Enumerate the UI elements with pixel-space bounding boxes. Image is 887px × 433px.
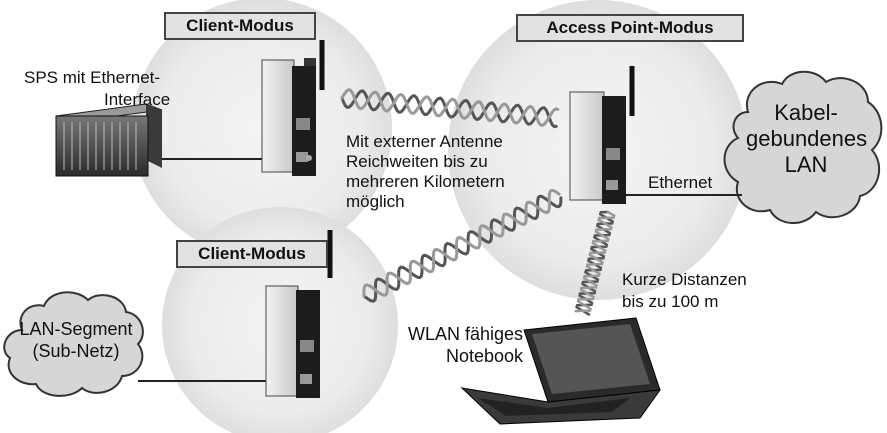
client-device-bottom-icon [265,230,333,398]
sps-label-line2: Interface [104,90,171,109]
wireless-links [340,88,616,316]
client-mode-label-top: Client-Modus [164,12,316,40]
lan-segment-line2: (Sub-Netz) [32,341,120,361]
antenna-text-line4: möglich [346,192,405,211]
wireless-link-top [340,88,560,129]
client-device-top-icon [261,40,325,176]
ethernet-label: Ethernet [648,173,713,192]
antenna-text-line1: Mit externer Antenne [346,132,503,151]
wireless-link-bottom [362,188,563,303]
antenna-text-line3: mehreren Kilometern [346,172,505,191]
notebook-icon [460,317,662,425]
cable-lan-cloud-text: Kabel- gebundenes LAN [746,100,868,178]
client-mode-label-bottom: Client-Modus [176,240,328,268]
antenna-text-line2: Reichweiten bis zu [346,152,488,171]
short-distance-line1: Kurze Distanzen [622,270,747,289]
access-point-device-icon [569,66,635,204]
wireless-link-notebook [574,210,616,316]
lan-segment-line1: LAN-Segment [19,319,133,339]
cable-lan-line3: LAN [784,152,828,177]
short-distance-line2: bis zu 100 m [622,292,719,311]
cable-lan-line2: gebundenes [746,126,868,151]
notebook-label-line2: Notebook [446,346,524,366]
cable-lan-line1: Kabel- [774,100,838,125]
cable-lan-cloud [723,70,883,224]
lan-segment-cloud-text: LAN-Segment (Sub-Netz) [12,318,140,362]
sps-device-icon [55,103,163,177]
notebook-label-line1: WLAN fähiges [408,324,524,344]
lan-segment-cloud [3,291,144,397]
access-point-mode-label: Access Point-Modus [516,14,744,42]
sps-label-line1: SPS mit Ethernet- [24,68,161,87]
